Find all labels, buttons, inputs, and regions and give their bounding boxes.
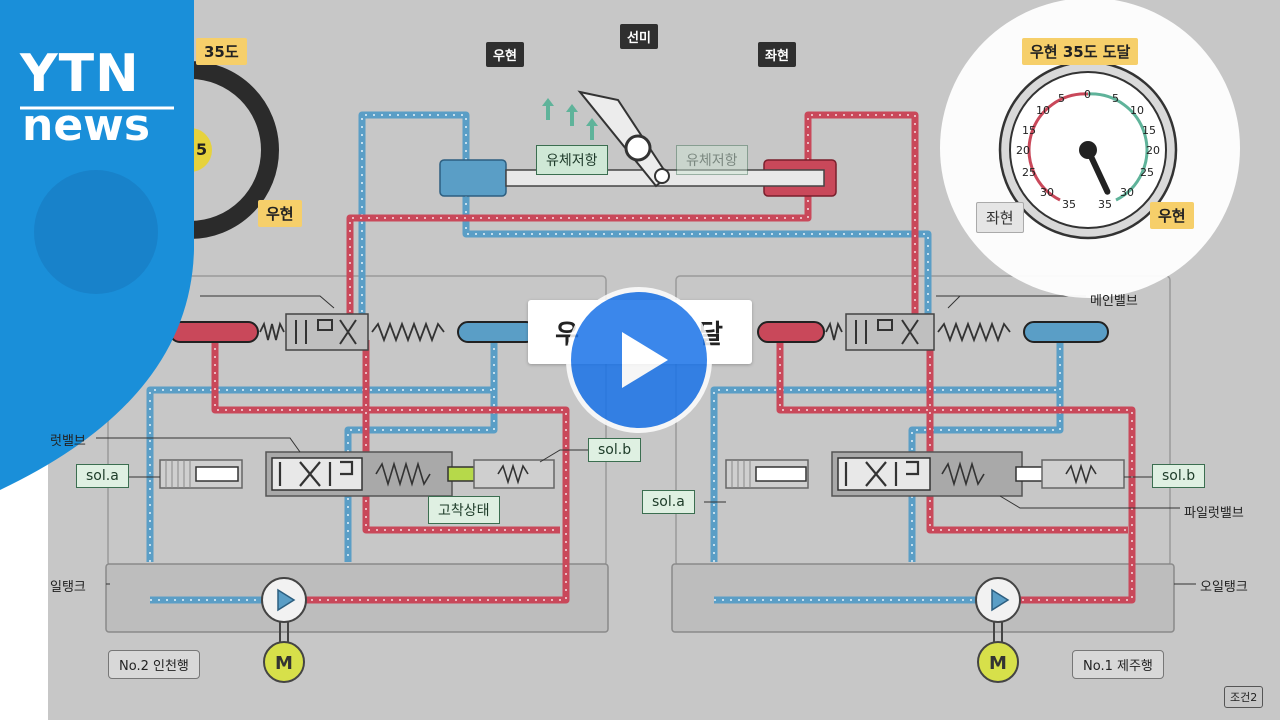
main-valve-label: 메인밸브	[1090, 294, 1138, 309]
red-pipe	[804, 111, 919, 328]
fluid-resistance-right: 유체저항	[676, 145, 748, 175]
right-sol-a-label: sol.a	[642, 490, 695, 514]
gauge-tick: 30	[1120, 186, 1134, 199]
gauge-tick: 5	[1112, 92, 1119, 105]
red-pipe	[362, 340, 560, 534]
gauge-arc-port	[1027, 92, 1089, 202]
gauge-tick: 15	[1142, 124, 1156, 137]
svg-text:M: M	[989, 653, 1007, 674]
red-pipe	[346, 195, 812, 328]
ytn-news-text: news	[22, 100, 151, 151]
right-motor	[977, 641, 1019, 683]
gauge-tick: 20	[1146, 144, 1160, 157]
wheel-hub-digit: 5	[196, 140, 208, 159]
right-main-cylinder-blue	[1023, 321, 1109, 343]
play-button[interactable]	[566, 287, 712, 433]
gauge-tick-zero: 0	[1084, 88, 1091, 101]
rudder-cylinder-left	[439, 159, 507, 197]
right-sol-b-label: sol.b	[1152, 464, 1206, 488]
right-unit-name: No.1 제주행	[1072, 650, 1164, 679]
right-main-cylinder-red	[757, 321, 825, 343]
left-pump: M	[261, 577, 307, 683]
left-oil-tank-label: 일탱크	[50, 580, 86, 595]
right-pump: M	[975, 577, 1021, 683]
pilot-valve-label: 파일럿밸브	[1184, 506, 1244, 521]
gauge-tick: 35	[1098, 198, 1112, 211]
left-motor	[263, 641, 305, 683]
ytn-logo-text: YTN	[20, 44, 140, 104]
fluid-resistance-left: 유체저항	[536, 145, 608, 175]
left-unit-name: No.2 인천행	[108, 650, 200, 679]
flow-arrows	[542, 98, 598, 140]
play-icon	[622, 332, 668, 388]
gauge-tick: 10	[1130, 104, 1144, 117]
tiller-pivot	[624, 134, 652, 162]
svg-text:M: M	[275, 653, 293, 674]
gauge-left-label: 좌현	[976, 202, 1024, 233]
left-sol-a-label: sol.a	[76, 464, 129, 488]
gauge-tick: 10	[1036, 104, 1050, 117]
left-sol-b-label: sol.b	[588, 438, 642, 462]
right-oil-tank-label: 오일탱크	[1200, 580, 1248, 595]
wheel-side-label: 우현	[258, 200, 302, 227]
left-solenoid-b	[473, 459, 555, 489]
label-right-turn: 우현	[486, 42, 524, 67]
left-pilot-valve-label: 럿밸브	[50, 434, 86, 449]
gauge-tick: 25	[1140, 166, 1154, 179]
left-main-cylinder-blue	[457, 321, 537, 343]
condition-badge: 조건2	[1224, 686, 1264, 708]
stuck-state-label: 고착상태	[428, 496, 500, 524]
gauge-tick: 35	[1062, 198, 1076, 211]
gauge-tick: 20	[1016, 144, 1030, 157]
label-left-turn: 좌현	[758, 42, 796, 67]
gauge-tick: 5	[1058, 92, 1065, 105]
gauge-right-label: 우현	[1150, 202, 1194, 229]
gauge-arc-starboard	[1087, 92, 1149, 202]
wheel-angle-label: 35도	[196, 38, 247, 65]
gauge-title: 우현 35도 도달	[1022, 38, 1139, 65]
gauge-tick: 15	[1022, 124, 1036, 137]
gauge-tick: 25	[1022, 166, 1036, 179]
gauge-tick: 30	[1040, 186, 1054, 199]
left-main-cylinder-red	[169, 321, 259, 343]
label-heading: 선미	[620, 24, 658, 49]
